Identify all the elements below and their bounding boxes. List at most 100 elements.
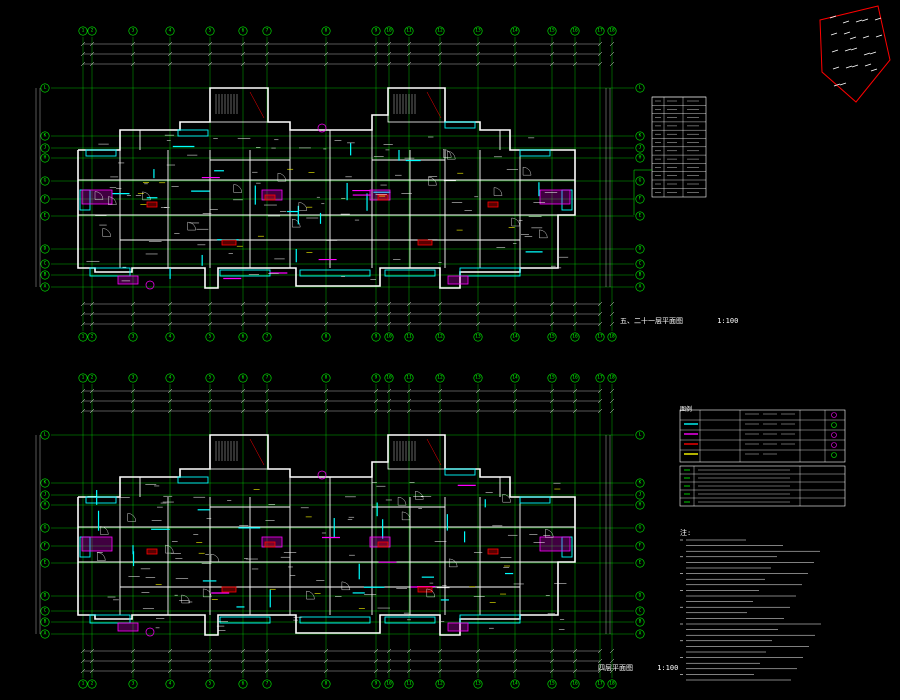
axis-bubble-label: 1 <box>82 375 85 381</box>
dimension-tick <box>80 668 86 674</box>
axis-bubble-label: L <box>639 85 642 91</box>
dimension-tick <box>437 51 443 57</box>
dimension-tick <box>240 388 246 394</box>
axis-bubble-col <box>595 373 605 383</box>
dimension-tick <box>549 408 555 414</box>
dimension-tick <box>437 398 443 404</box>
dimension-tick <box>572 301 578 307</box>
dimension-tick <box>609 408 615 414</box>
dimension-tick <box>167 398 173 404</box>
legend-title: 图例 <box>680 406 693 413</box>
axis-bubble-label: 13 <box>475 28 481 34</box>
dimension-tick <box>80 388 86 394</box>
floor-plan-upper: 1122334455667788991010111112121313141415… <box>35 26 645 342</box>
axis-bubble-col <box>78 679 88 689</box>
door-swing <box>428 176 437 186</box>
axis-bubble-label: 5 <box>209 375 212 381</box>
axis-bubble-row <box>635 606 645 616</box>
door-swing <box>522 166 532 176</box>
dimension-tick <box>323 61 329 67</box>
door-swing <box>181 594 190 604</box>
axis-bubble-label: 16 <box>572 28 578 34</box>
axis-bubble-col <box>404 332 414 342</box>
axis-bubble-col <box>128 679 138 689</box>
dimension-tick <box>597 388 603 394</box>
door-swing <box>210 553 220 563</box>
axis-bubble-row <box>40 558 50 568</box>
axis-bubble-row <box>635 523 645 533</box>
axis-bubble-row <box>40 617 50 627</box>
dimension-tick <box>207 668 213 674</box>
axis-bubble-col <box>165 26 175 36</box>
dimension-tick <box>406 398 412 404</box>
legend-symbol <box>831 442 837 448</box>
dimension-tick <box>130 311 136 317</box>
dimension-tick <box>512 41 518 47</box>
axis-bubble-label: 13 <box>475 681 481 687</box>
axis-bubble-label: D <box>44 246 47 252</box>
axis-bubble-label: 12 <box>437 375 443 381</box>
axis-bubble-col <box>128 332 138 342</box>
dimension-tick <box>437 311 443 317</box>
key-plan-building <box>851 64 859 68</box>
axis-bubble-col <box>607 332 617 342</box>
balcony-outline <box>459 267 521 277</box>
axis-bubble-label: 16 <box>572 334 578 340</box>
axis-bubble-row <box>40 244 50 254</box>
dimension-tick <box>89 408 95 414</box>
dimension-tick <box>323 41 329 47</box>
axis-bubble-label: F <box>639 543 642 549</box>
legend-symbol <box>831 432 837 438</box>
dimension-tick <box>264 311 270 317</box>
axis-bubble-label: 10 <box>386 681 392 687</box>
axis-bubble-row <box>40 523 50 533</box>
dimension-tick <box>264 321 270 327</box>
dimension-tick <box>572 668 578 674</box>
dimension-tick <box>323 398 329 404</box>
dimension-tick <box>240 668 246 674</box>
axis-bubble-label: 18 <box>609 28 615 34</box>
dimension-tick <box>386 311 392 317</box>
dimension-tick <box>264 301 270 307</box>
dimension-tick <box>89 311 95 317</box>
dimension-tick <box>406 648 412 654</box>
dimension-tick <box>386 61 392 67</box>
balcony-outline <box>219 616 271 624</box>
dimension-tick <box>597 301 603 307</box>
key-plan-building <box>830 32 838 36</box>
dimension-tick <box>207 658 213 664</box>
axis-bubble-row <box>635 478 645 488</box>
axis-bubble-label: 8 <box>325 681 328 687</box>
dimension-tick <box>609 658 615 664</box>
axis-bubble-label: 3 <box>132 681 135 687</box>
dimension-tick <box>130 51 136 57</box>
axis-bubble-col <box>371 332 381 342</box>
axis-bubble-label: B <box>639 272 642 278</box>
door-swing <box>202 588 212 598</box>
balcony-outline <box>384 269 436 277</box>
axis-bubble-row <box>635 500 645 510</box>
axis-bubble-label: C <box>44 608 47 614</box>
dimension-tick <box>386 51 392 57</box>
axis-bubble-col <box>510 26 520 36</box>
axis-bubble-row <box>40 131 50 141</box>
door-swing <box>142 191 151 201</box>
axis-bubble-row <box>40 629 50 639</box>
balcony-outline <box>299 616 371 624</box>
axis-bubble-row <box>635 153 645 163</box>
dimension-tick <box>549 321 555 327</box>
dimension-tick <box>167 301 173 307</box>
dimension-tick <box>609 321 615 327</box>
door-swing <box>108 196 117 205</box>
stair-arrow <box>426 91 442 119</box>
axis-bubble-label: D <box>639 246 642 252</box>
axis-bubble-label: H <box>639 502 642 508</box>
dimension-tick <box>167 321 173 327</box>
dimension-tick <box>572 61 578 67</box>
dimension-tick <box>597 51 603 57</box>
dimension-tick <box>323 321 329 327</box>
dimension-tick <box>609 61 615 67</box>
axis-bubble-label: 7 <box>266 334 269 340</box>
